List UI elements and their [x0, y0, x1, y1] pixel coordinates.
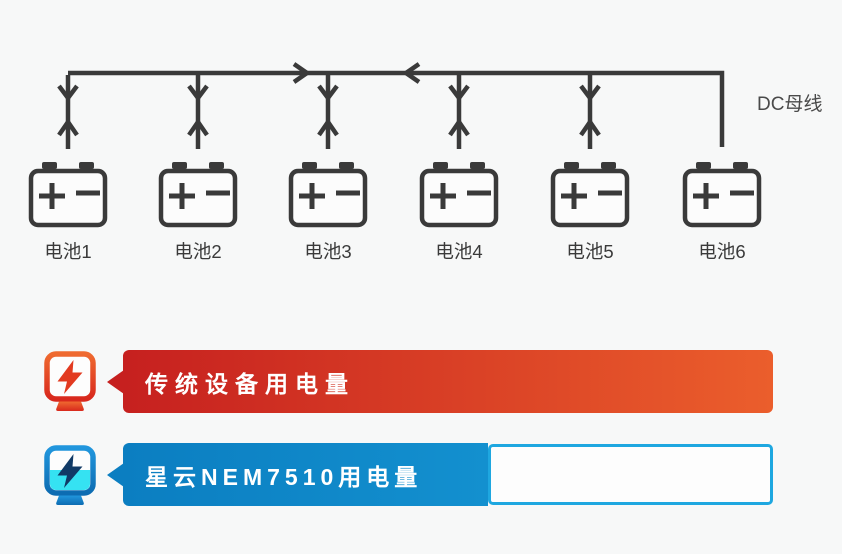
battery-connector [317, 75, 339, 149]
bus-arrow-right-icon [292, 62, 311, 84]
battery-bus-diagram: 电池1 电池2 电池3 电池4 电池5 电池6 DC母线 [28, 62, 822, 262]
plus-symbol [693, 183, 719, 209]
battery-label: 电池5 [566, 241, 613, 262]
plus-symbol [39, 183, 65, 209]
battery-connector [579, 75, 601, 149]
dc-bus-line [68, 70, 725, 147]
battery-connector [57, 75, 79, 149]
lightning-bolt-icon [57, 360, 83, 394]
battery-icon [550, 162, 630, 228]
battery-connector [187, 75, 209, 149]
plus-symbol [169, 183, 195, 209]
traditional-consumption-bar: 传统设备用电量 [107, 350, 773, 413]
meter-base [56, 401, 84, 411]
dc-bus-label: DC母线 [757, 93, 822, 115]
plus-symbol [299, 183, 325, 209]
nebula-consumption-label: 星云NEM7510用电量 [145, 463, 423, 490]
battery-icon [419, 162, 499, 228]
power-meter-bolt-icon [44, 351, 96, 411]
nebula-consumption-bar: 星云NEM7510用电量 [107, 443, 773, 506]
nebula-remaining-segment [488, 444, 773, 505]
nebula-filled-segment: 星云NEM7510用电量 [107, 443, 489, 506]
bar-pointer-icon [107, 369, 124, 394]
battery-label: 电池4 [435, 241, 482, 262]
battery-label: 电池6 [698, 241, 745, 262]
battery-icon [288, 162, 368, 228]
battery-label: 电池2 [174, 241, 221, 262]
plus-symbol [430, 183, 456, 209]
battery-label: 电池3 [304, 241, 351, 262]
battery-label: 电池1 [44, 241, 91, 262]
meter-base [56, 495, 84, 505]
battery-connector [448, 75, 470, 149]
bus-arrow-left-icon [402, 62, 421, 84]
lightning-bolt-icon [57, 454, 83, 488]
battery-icon [682, 162, 762, 228]
plus-symbol [561, 183, 587, 209]
battery-icon [158, 162, 238, 228]
power-meter-bolt-half-icon [44, 445, 96, 505]
traditional-consumption-label: 传统设备用电量 [145, 370, 355, 397]
battery-icon [28, 162, 108, 228]
bar-pointer-icon [107, 462, 124, 487]
